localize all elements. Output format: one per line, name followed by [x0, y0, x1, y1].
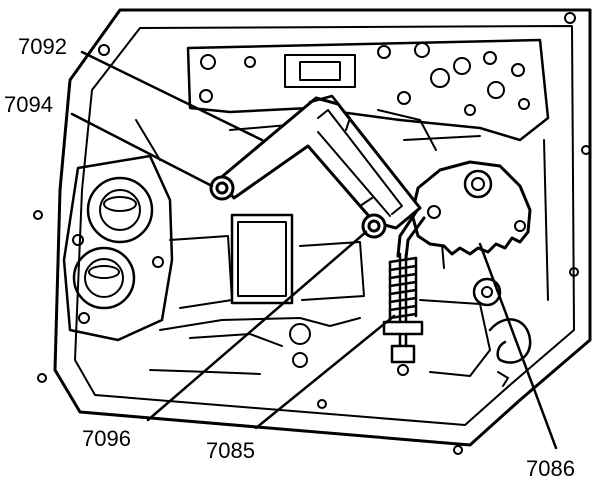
leader-lines [70, 50, 558, 450]
valve-body-plate [135, 38, 550, 161]
callout-7086: 7086 [526, 456, 575, 481]
callout-7096: 7096 [82, 426, 131, 451]
actuator-rod-assembly [382, 210, 426, 376]
case-internals [149, 139, 549, 387]
callout-7094: 7094 [4, 92, 53, 117]
parking-lock-bracket [216, 94, 422, 230]
leader-7092 [80, 50, 264, 142]
leader-7085 [254, 314, 396, 430]
leader-7094 [70, 112, 214, 188]
bracket-bolt-upper [209, 175, 235, 201]
leader-7086 [478, 242, 558, 450]
leader-7096 [146, 230, 368, 422]
bracket-bolt-lower [361, 213, 387, 239]
callout-7092: 7092 [18, 34, 67, 59]
manual-detent-lever [410, 160, 532, 256]
servo-bore-plate [62, 154, 174, 342]
callout-7085: 7085 [206, 438, 255, 463]
